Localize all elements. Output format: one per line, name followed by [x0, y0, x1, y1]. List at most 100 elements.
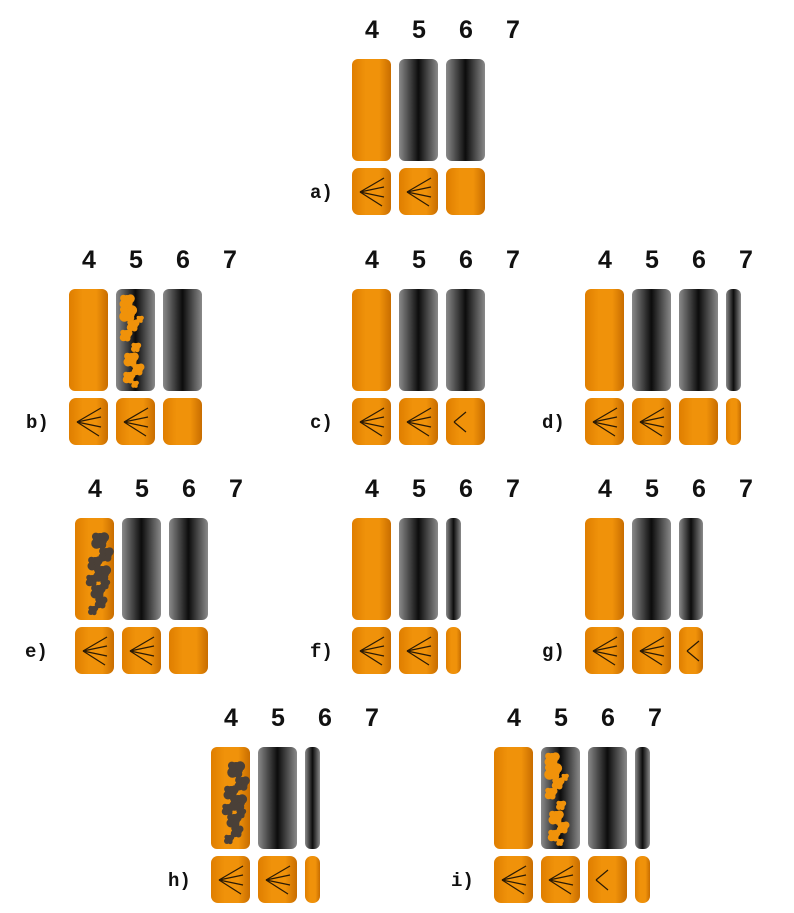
orange-cell: [585, 627, 624, 674]
gray-bar: [116, 289, 155, 391]
orange-cell: [399, 627, 438, 674]
fan-line: [359, 421, 383, 437]
fan-line: [595, 879, 609, 891]
orange-bar: [585, 289, 624, 391]
pigment-spot: [561, 773, 569, 781]
fan-line: [359, 186, 385, 193]
fan-line: [218, 879, 242, 895]
fan-line: [359, 407, 385, 423]
fan-line: [406, 650, 432, 657]
column-number: 7: [506, 246, 520, 274]
column-number: 7: [223, 246, 237, 274]
fan-line: [265, 879, 289, 895]
gray-bar: [399, 518, 438, 620]
orange-cell: [632, 627, 671, 674]
orange-cell: [211, 856, 250, 903]
fan-line: [129, 650, 155, 657]
pigment-spot: [227, 761, 246, 779]
pigment-spot: [123, 352, 139, 367]
pigment-spot: [556, 800, 567, 811]
fan-line: [453, 421, 467, 433]
orange-cell: [635, 856, 650, 903]
orange-cell: [116, 398, 155, 445]
column-number: 5: [554, 704, 568, 732]
fan-line: [406, 407, 432, 423]
orange-cell: [352, 398, 391, 445]
pigment-spot: [126, 319, 140, 332]
fan-line: [82, 636, 108, 652]
panel-label: h): [168, 870, 191, 892]
fan-line: [406, 650, 430, 666]
fan-line: [639, 421, 665, 428]
pigment-spot: [94, 596, 108, 609]
column-number: 4: [365, 16, 379, 44]
column-number: 7: [739, 246, 753, 274]
column-number: 6: [601, 704, 615, 732]
fan-line: [129, 650, 153, 666]
column-number: 4: [365, 246, 379, 274]
column-number: 4: [82, 246, 96, 274]
orange-cell: [163, 398, 202, 445]
fan-line: [359, 645, 385, 652]
orange-cell: [446, 168, 485, 215]
column-number: 4: [224, 704, 238, 732]
pigment-spot: [131, 380, 139, 388]
column-number: 7: [739, 475, 753, 503]
fan-line: [592, 421, 616, 437]
gray-bar: [163, 289, 202, 391]
pigment-spot: [85, 574, 99, 587]
pigment-spot: [91, 532, 110, 550]
column-number: 5: [645, 246, 659, 274]
fan-line: [639, 416, 665, 423]
fan-line: [406, 177, 432, 193]
gray-bar: [679, 289, 718, 391]
orange-bar: [494, 747, 533, 849]
fan-line: [265, 879, 291, 886]
orange-bar: [352, 289, 391, 391]
column-number: 5: [645, 475, 659, 503]
gray-bar: [632, 289, 671, 391]
fan-line: [129, 636, 155, 652]
fan-line: [592, 645, 618, 652]
fan-line: [359, 650, 383, 666]
fan-line: [406, 416, 432, 423]
column-number: 5: [412, 246, 426, 274]
panel-label: c): [310, 412, 333, 434]
fan-line: [453, 411, 467, 423]
fan-line: [686, 640, 700, 652]
panel-label: a): [310, 182, 333, 204]
pigment-spot: [131, 363, 145, 376]
pigment-spot: [119, 305, 138, 323]
column-number: 7: [506, 16, 520, 44]
orange-cell: [726, 398, 741, 445]
column-number: 7: [229, 475, 243, 503]
fan-line: [359, 416, 385, 423]
orange-cell: [446, 398, 485, 445]
orange-cell: [399, 168, 438, 215]
fan-line: [359, 191, 383, 207]
fan-line: [76, 416, 102, 423]
fan-line: [686, 650, 700, 662]
column-number: 4: [598, 475, 612, 503]
fan-line: [501, 879, 527, 886]
fan-line: [123, 416, 149, 423]
fan-line: [501, 879, 525, 895]
gray-bar: [635, 747, 650, 849]
column-number: 5: [412, 475, 426, 503]
fan-line: [595, 869, 609, 881]
orange-cell: [541, 856, 580, 903]
fan-line: [639, 650, 663, 666]
orange-cell: [632, 398, 671, 445]
fan-line: [592, 407, 618, 423]
fan-line: [123, 421, 149, 428]
column-number: 4: [88, 475, 102, 503]
gray-bar: [679, 518, 703, 620]
gray-bar: [305, 747, 320, 849]
fan-line: [359, 177, 385, 193]
fan-line: [82, 645, 108, 652]
fan-line: [639, 650, 665, 657]
fan-line: [218, 879, 244, 886]
